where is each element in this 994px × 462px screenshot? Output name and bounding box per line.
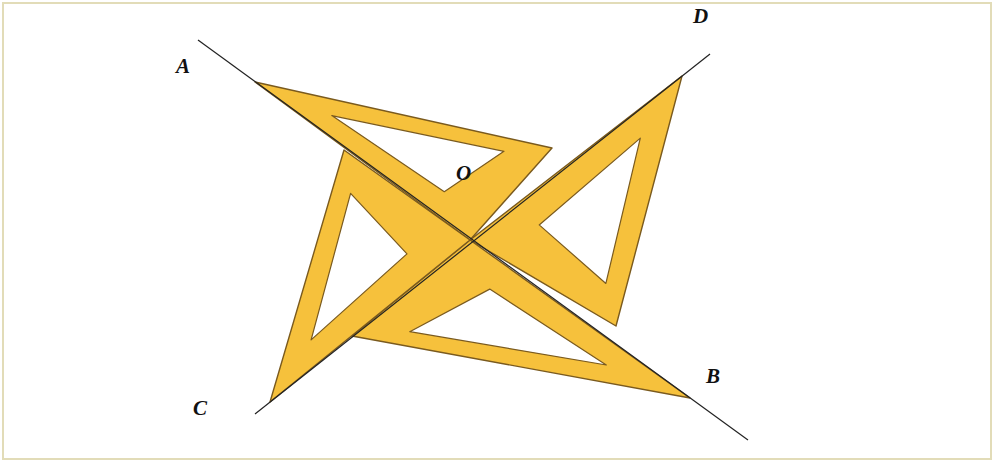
set-square-hole bbox=[539, 138, 640, 283]
set-square-hole bbox=[332, 116, 504, 192]
point-label: D bbox=[693, 6, 708, 27]
point-label: A bbox=[176, 56, 190, 77]
set-square-hole bbox=[410, 289, 607, 365]
straight-lines bbox=[198, 40, 748, 440]
point-label: B bbox=[706, 366, 720, 387]
straight-line bbox=[198, 40, 748, 440]
point-label: C bbox=[193, 398, 207, 419]
frame bbox=[3, 3, 991, 459]
straight-line bbox=[255, 54, 710, 414]
set-square-hole bbox=[311, 193, 407, 340]
point-label: O bbox=[456, 163, 471, 184]
